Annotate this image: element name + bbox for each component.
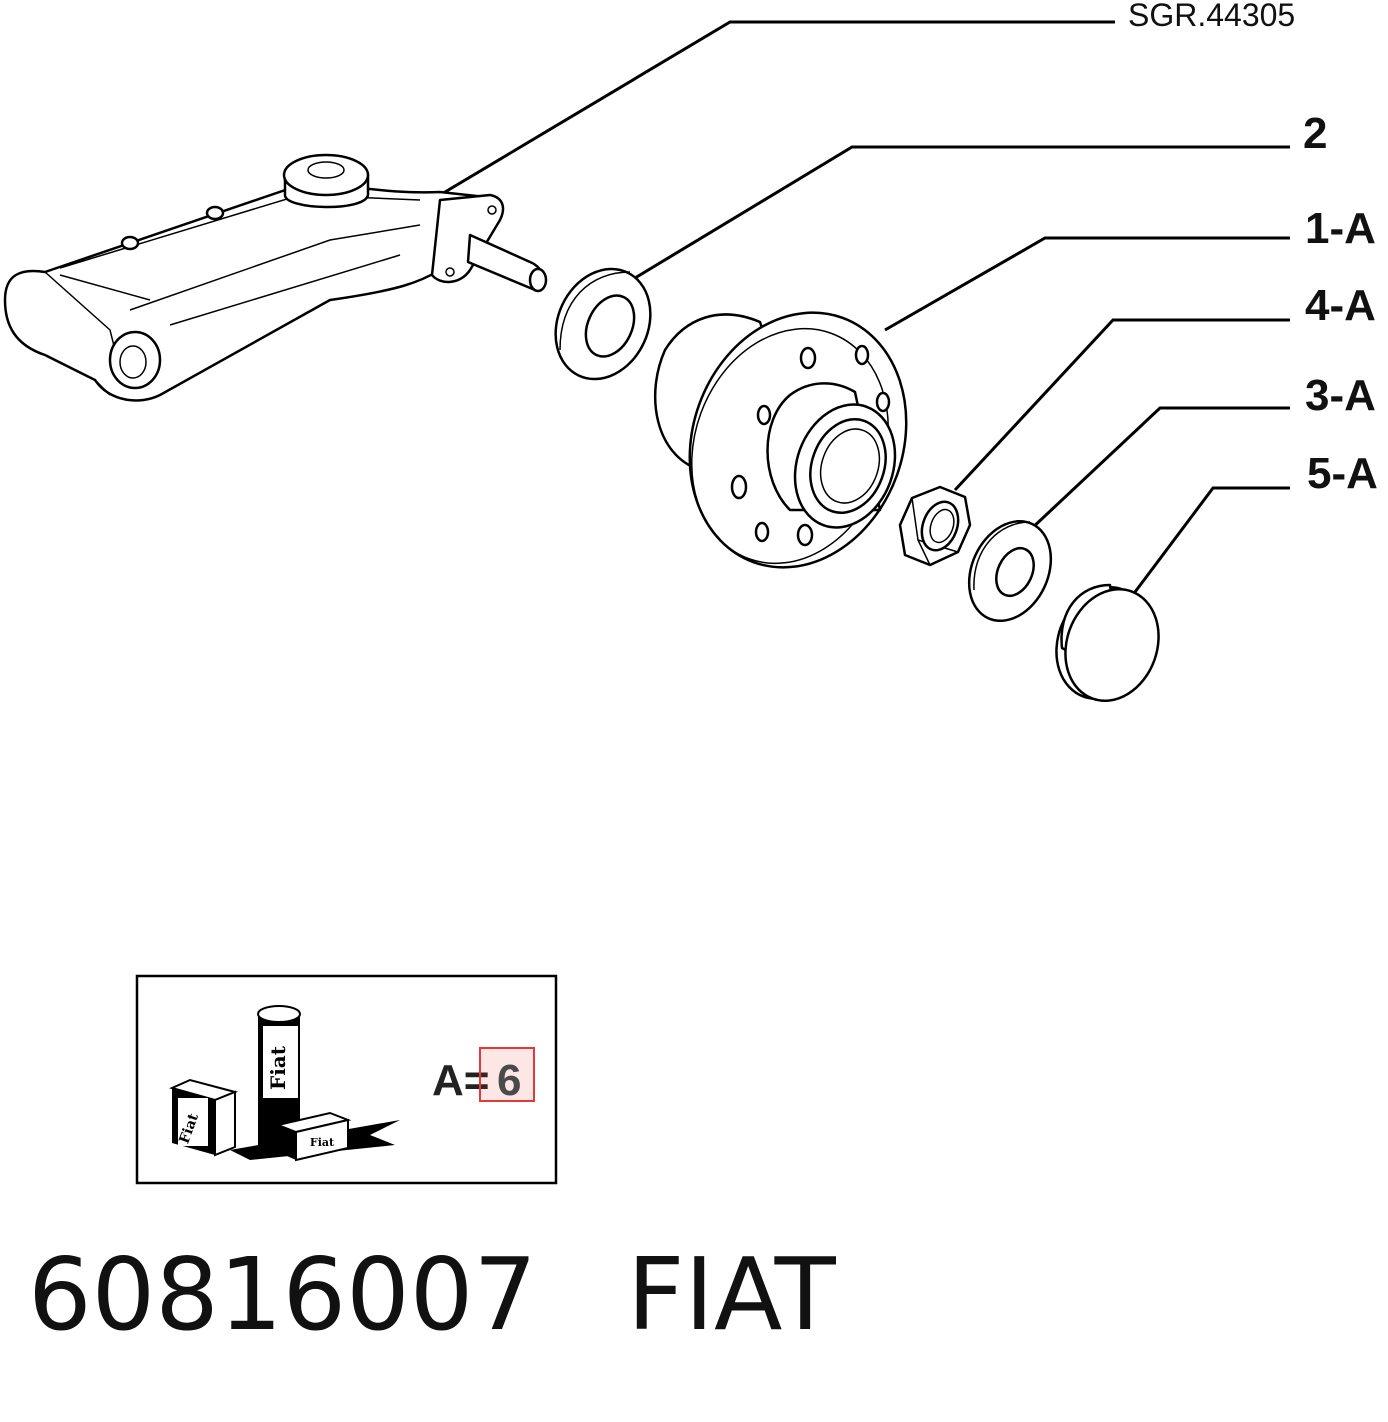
fiat-products-icon: Fiat Fiat Fiat — [169, 1005, 400, 1162]
leader-line-3a — [1028, 406, 1290, 532]
leader-line-5a — [1133, 486, 1290, 593]
part-5a-dust-cap — [1055, 583, 1160, 702]
leader-line-1a — [884, 236, 1290, 332]
part-3a-washer — [967, 519, 1053, 623]
reference-code-label: SGR.44305 — [1128, 0, 1295, 33]
part-4a-hex-nut — [898, 485, 972, 567]
legend-quantity: 6 — [497, 1056, 521, 1105]
legend-box: Fiat Fiat Fiat A= 6 — [135, 974, 558, 1185]
brand-name: FIAT — [626, 1236, 836, 1353]
fiat-logo-tube: Fiat — [266, 1045, 290, 1090]
quantity-highlight-box — [479, 1047, 535, 1102]
trailing-arm-drawing — [3, 153, 548, 402]
leader-line-ref — [439, 20, 1115, 197]
part-number: 60816007 — [28, 1236, 537, 1353]
callout-label-5a: 5-A — [1307, 449, 1378, 498]
leader-line-2 — [634, 145, 1290, 280]
callout-label-3a: 3-A — [1305, 371, 1376, 420]
callout-label-2: 2 — [1303, 109, 1327, 158]
callout-label-4a: 4-A — [1305, 281, 1376, 330]
part-2-ring — [554, 267, 652, 381]
leader-line-4a — [953, 318, 1290, 492]
part-1a-wheel-hub — [653, 311, 908, 569]
fiat-logo-right: Fiat — [310, 1136, 335, 1149]
callout-label-1a: 1-A — [1305, 204, 1376, 253]
